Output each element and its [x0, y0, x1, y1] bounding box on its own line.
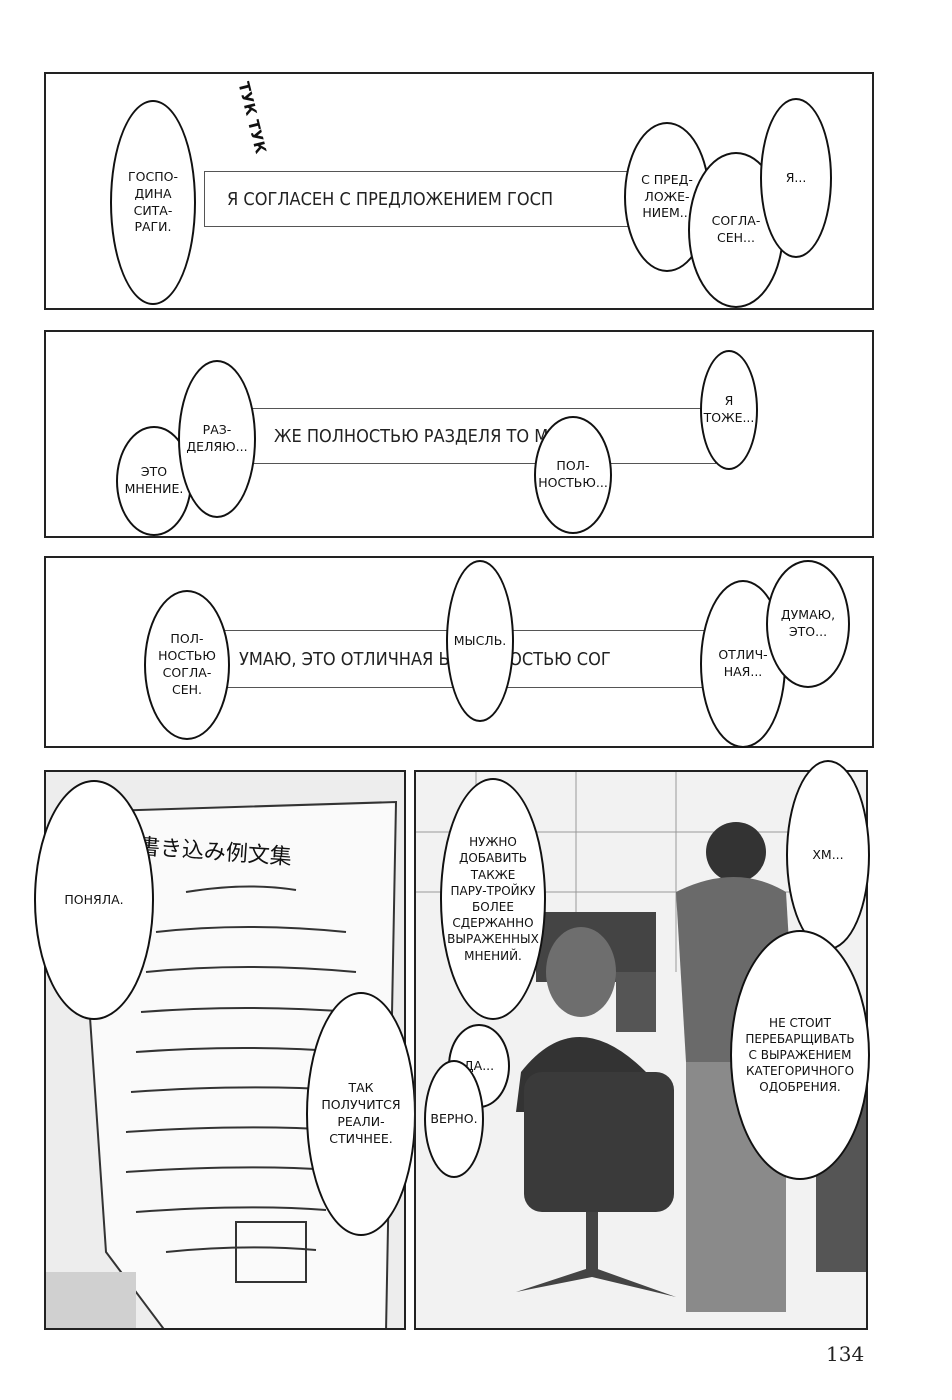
page-number: 134	[826, 1342, 865, 1366]
speech-bubble: ПОЛ- НОСТЬЮ СОГЛА- СЕН.	[144, 590, 230, 740]
narration-bar: ЖЕ ПОЛНОСТЬЮ РАЗДЕЛЯ ТО МНЕНИ	[251, 408, 716, 464]
speech-bubble: ХМ...	[786, 760, 870, 950]
speech-bubble: ТАК ПОЛУЧИТСЯ РЕАЛИ- СТИЧНЕЕ.	[306, 992, 416, 1236]
speech-bubble: НЕ СТОИТ ПЕРЕБАРЩИВАТЬ С ВЫРАЖЕНИЕМ КАТЕ…	[730, 930, 870, 1180]
speech-bubble: НУЖНО ДОБАВИТЬ ТАКЖЕ ПАРУ-ТРОЙКУ БОЛЕЕ С…	[440, 778, 546, 1020]
speech-bubble: ПОЛ- НОСТЬЮ...	[534, 416, 612, 534]
speech-bubble: ПОНЯЛА.	[34, 780, 154, 1020]
speech-bubble: Я...	[760, 98, 832, 258]
speech-bubble: СОГЛА- СЕН...	[688, 152, 784, 308]
narration-bar: Я СОГЛАСЕН С ПРЕДЛОЖЕНИЕМ ГОСП	[204, 171, 684, 227]
speech-bubble: ГОСПО- ДИНА СИТА- РАГИ.	[110, 100, 196, 305]
speech-bubble: МЫСЛЬ.	[446, 560, 514, 722]
speech-bubble: ВЕРНО.	[424, 1060, 484, 1178]
speech-bubble: РАЗ- ДЕЛЯЮ...	[178, 360, 256, 518]
speech-bubble: ДУМАЮ, ЭТО...	[766, 560, 850, 688]
speech-bubble: Я ТОЖЕ...	[700, 350, 758, 470]
